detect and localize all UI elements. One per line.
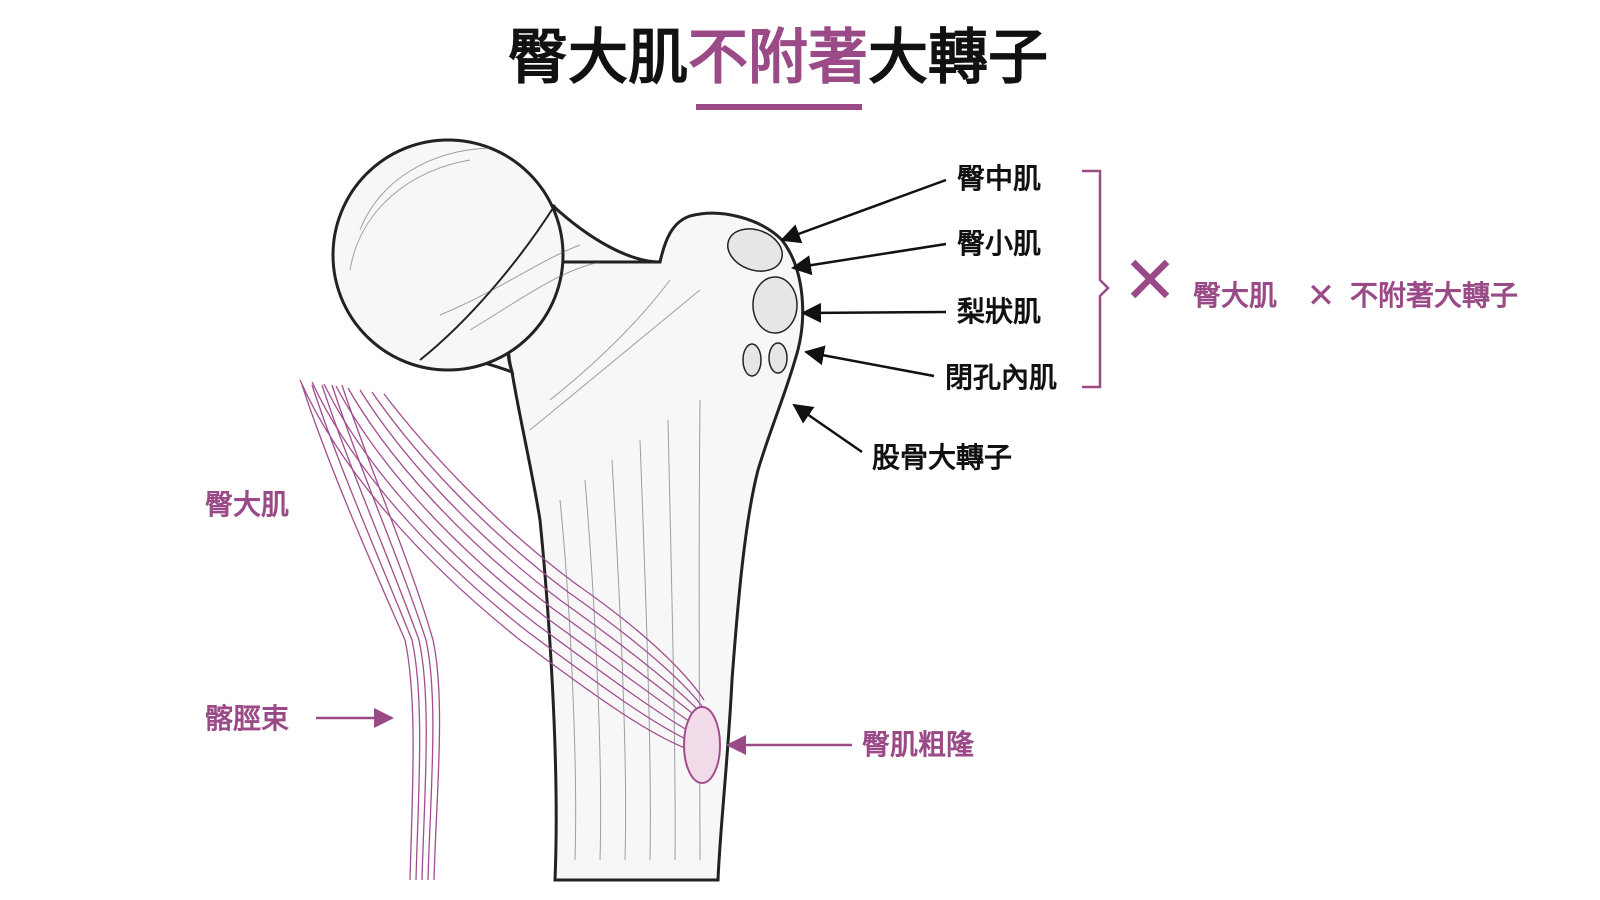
bracket-icon	[1082, 169, 1110, 389]
title-part-trochanter: 大轉子	[868, 23, 1048, 93]
arrow-icon	[801, 302, 947, 323]
gluteal-tuberosity-site	[683, 706, 721, 784]
arrow-icon	[780, 178, 947, 244]
label-piriformis: 梨狀肌	[957, 295, 1041, 328]
label-gluteus-medius: 臀中肌	[957, 162, 1041, 195]
label-greater-trochanter: 股骨大轉子	[872, 441, 1012, 474]
arrow-icon	[804, 345, 935, 378]
arrow-icon	[791, 242, 947, 276]
attachment-piriformis	[752, 276, 798, 334]
page-title: 臀大肌不附著大轉子	[508, 23, 1048, 93]
attachment-obturator-a	[742, 343, 762, 377]
gluteus-maximus-fibers	[299, 379, 705, 751]
right-arrows	[780, 178, 947, 454]
femur-shaft	[507, 211, 805, 882]
conclusion: ✕ 臀大肌 ✕ 不附著大轉子	[1122, 242, 1518, 319]
cross-icon: ✕	[1122, 242, 1177, 319]
title-part-muscle: 臀大肌	[508, 23, 688, 93]
label-obturator-internus: 閉孔內肌	[945, 361, 1057, 394]
head-line	[419, 204, 556, 361]
conclusion-statement: 不附著大轉子	[1350, 279, 1518, 312]
label-it-band: 髂脛束	[205, 702, 289, 735]
label-gluteus-minimus: 臀小肌	[957, 227, 1041, 260]
label-gluteus-maximus: 臀大肌	[205, 488, 289, 521]
bone-shading	[349, 147, 701, 861]
cross-icon: ✕	[1307, 276, 1336, 316]
arrow-icon	[792, 403, 863, 454]
label-gluteal-tuberosity: 臀肌粗隆	[862, 728, 975, 761]
femur-bone	[331, 138, 805, 882]
attachment-gluteus-medius	[727, 228, 783, 272]
title-part-emphasis: 不附著	[688, 23, 868, 93]
attachment-sites	[727, 228, 798, 377]
attachment-obturator-b	[768, 342, 788, 374]
iliotibial-band-fibers	[301, 384, 441, 881]
title-underline	[696, 104, 862, 110]
conclusion-muscle: 臀大肌	[1193, 279, 1277, 312]
right-labels: 臀中肌 臀小肌 梨狀肌 閉孔內肌 股骨大轉子	[872, 162, 1057, 474]
